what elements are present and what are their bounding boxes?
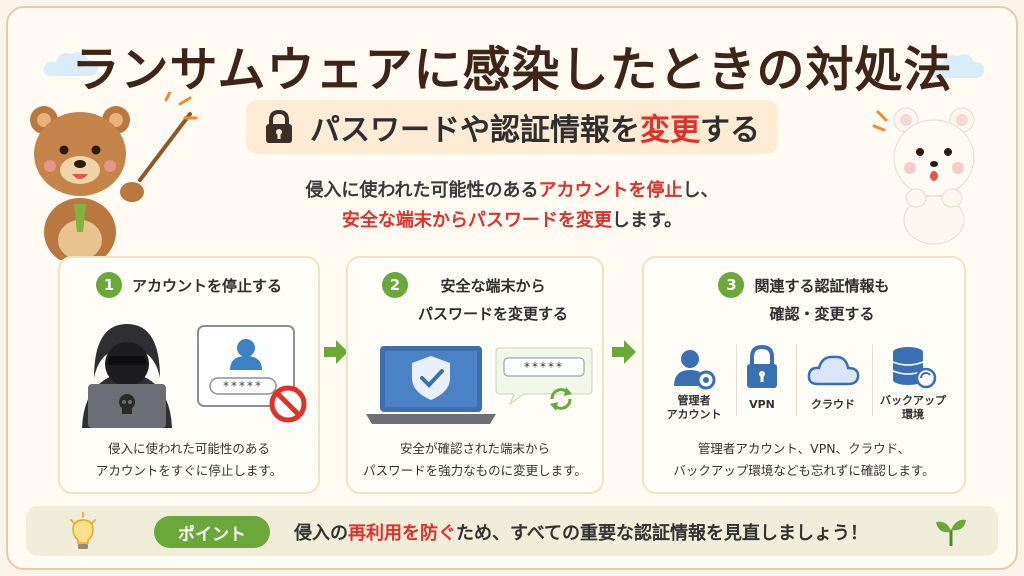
refresh-icon: [550, 387, 572, 411]
item-label-vpn: VPN: [749, 398, 775, 411]
step-1-header: 1 アカウントを停止する: [60, 272, 318, 300]
database-icon: [892, 347, 937, 389]
point-bar: ポイント 侵入の再利用を防ぐため、すべての重要な認証情報を見直しましょう！: [26, 506, 998, 556]
step-2-title: 安全な端末から パスワードを変更する: [417, 277, 568, 323]
padlock-icon: [266, 110, 292, 143]
step-2-description: 安全が確認された端末から パスワードを強力なものに変更します。: [363, 441, 587, 478]
hacker-icon: [82, 324, 172, 428]
lead-line-1: 侵入に使われた可能性のあるアカウントを停止し、: [305, 180, 719, 201]
point-text: 侵入の再利用を防ぐため、すべての重要な認証情報を見直しましょう！: [294, 523, 869, 544]
password-mask: *****: [223, 379, 263, 393]
divider: [872, 344, 873, 416]
teacher-bear-illustration: [30, 92, 198, 260]
subtitle-text: パスワードや認証情報を変更する: [310, 113, 760, 148]
lightbulb-icon: [70, 512, 96, 549]
item-label-admin: 管理者アカウント: [666, 394, 722, 421]
step-3-title: 関連する認証情報も 確認・変更する: [754, 277, 890, 323]
item-label-cloud: クラウド: [811, 398, 855, 411]
password-bubble-icon: [495, 347, 593, 406]
new-password-mask: *****: [524, 360, 564, 374]
step-2-header: 2 安全な端末から パスワードを変更する: [348, 272, 602, 328]
cloud-icon: [807, 355, 860, 386]
step-3-description: 管理者アカウント、VPN、クラウド、 バックアップ環境なども忘れずに確認します。: [673, 441, 935, 478]
divider: [736, 344, 737, 416]
step-number-2: 2: [381, 272, 408, 298]
lead-line-2: 安全な端末からパスワードを変更します。: [341, 210, 683, 231]
item-label-backup: バックアップ環境: [880, 394, 946, 421]
step-3-header: 3 関連する認証情報も 確認・変更する: [644, 272, 964, 328]
arrow-right-icon: [612, 340, 636, 364]
prohibited-icon: [269, 385, 307, 423]
step-card-2: 2 安全な端末から パスワードを変更する ***** 安全が確認された端末から …: [346, 256, 604, 494]
point-badge: ポイント: [154, 516, 270, 548]
user-account-icon: [197, 325, 295, 407]
page-title: ランサムウェアに感染したときの対処法: [71, 42, 953, 98]
laptop-shield-icon: [366, 346, 496, 424]
surprised-white-bear-illustration: [872, 107, 975, 245]
sprout-icon: [936, 519, 966, 546]
step-number-3: 3: [718, 272, 745, 298]
step-card-3: 3 関連する認証情報も 確認・変更する 管理者アカウント VPN クラウド バッ…: [642, 256, 966, 494]
step-1-title: アカウントを停止する: [131, 277, 282, 295]
cloud-decoration-left: [43, 52, 99, 76]
step-1-description: 侵入に使われた可能性のある アカウントをすぐに停止します。: [95, 441, 283, 478]
cloud-decoration-right: [929, 54, 985, 78]
subtitle-banner: パスワードや認証情報を変更する: [246, 100, 778, 154]
step-number-1: 1: [95, 272, 122, 298]
step-card-1: 1 アカウントを停止する ***** 侵入に使われた可能性のある アカウントをす…: [58, 256, 320, 494]
admin-gear-icon: [674, 350, 716, 390]
arrow-right-icon: [324, 340, 348, 364]
vpn-lock-icon: [747, 344, 777, 388]
divider: [796, 344, 797, 416]
